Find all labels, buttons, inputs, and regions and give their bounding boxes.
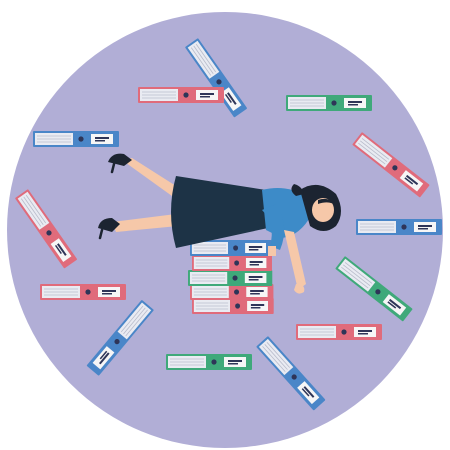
face <box>312 198 334 222</box>
binder-icon <box>355 218 443 236</box>
binder-icon <box>191 254 273 272</box>
binder-icon <box>285 94 373 112</box>
binder-icon <box>191 297 275 315</box>
binder-icon <box>137 86 225 104</box>
binder-icon <box>32 130 120 148</box>
arm <box>284 230 306 290</box>
heel <box>98 228 104 240</box>
binder-stack <box>187 239 275 315</box>
binder-icon <box>187 269 273 287</box>
skirt <box>171 176 268 248</box>
binder-icon <box>295 323 383 341</box>
shoe-icon <box>98 218 120 232</box>
woman-figure <box>98 153 341 294</box>
hair-fringe <box>318 198 336 206</box>
hand-rear <box>268 246 276 256</box>
hair-bun <box>291 184 304 196</box>
binder-icon <box>165 353 253 371</box>
sleeve <box>262 204 285 250</box>
leg-upper <box>122 158 176 196</box>
heel <box>110 162 116 174</box>
binder-icon <box>189 239 273 257</box>
binder-icon <box>39 283 127 301</box>
leg-lower <box>112 214 178 232</box>
binder-icon <box>189 283 274 301</box>
hand <box>294 284 305 294</box>
